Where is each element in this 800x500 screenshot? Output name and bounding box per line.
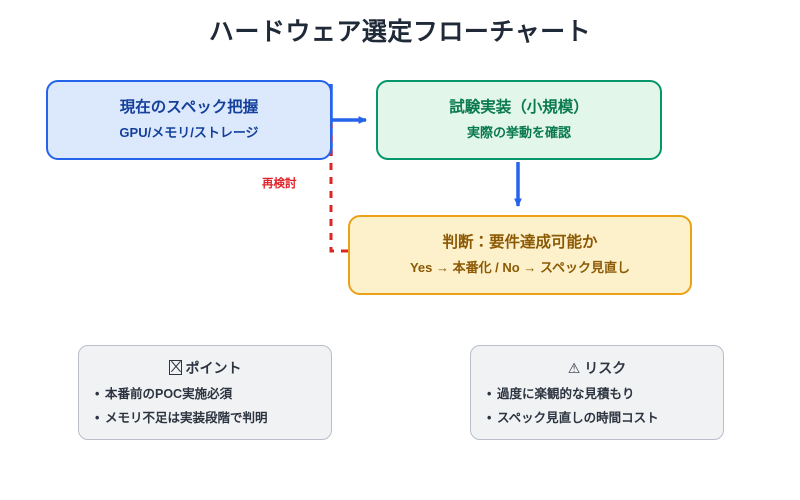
bullet-marker: •: [95, 387, 100, 401]
list-item: • スペック見直しの時間コスト: [487, 410, 707, 426]
notes-panel-heading-label: リスク: [584, 360, 627, 376]
notes-panel-heading-label: ポイント: [185, 360, 242, 376]
list-item-label: メモリ不足は実装段階で判明: [105, 410, 268, 425]
list-item: • 過度に楽観的な見積もり: [487, 387, 707, 402]
notes-panel-heading: ポイント: [95, 358, 315, 378]
bullet-marker: •: [487, 387, 492, 401]
bullet-marker: •: [95, 410, 100, 425]
list-item-label: 本番前のPOC実施必須: [105, 387, 233, 401]
notes-list: • 本番前のPOC実施必須 • メモリ不足は実装段階で判明: [95, 387, 315, 426]
page-title: ハードウェア選定フローチャート: [208, 18, 592, 46]
flow-node-title: 試験実装（小規模）: [449, 98, 589, 116]
flow-node-subtitle: GPU/メモリ/ストレージ: [119, 125, 259, 141]
flow-node-decision[interactable]: 判断：要件達成可能か Yes → 本番化 / No → スペック見直し: [348, 215, 692, 295]
connector-decision-rework: [329, 124, 348, 253]
flow-node-title: 現在のスペック把握: [119, 98, 259, 116]
tofu-box-icon: [168, 360, 182, 375]
flow-node-current-spec[interactable]: 現在のスペック把握 GPU/メモリ/ストレージ: [46, 80, 332, 160]
flow-node-pilot-implementation[interactable]: 試験実装（小規模） 実際の挙動を確認: [376, 80, 662, 160]
list-item: • メモリ不足は実装段階で判明: [95, 410, 315, 426]
list-item-label: 過度に楽観的な見積もり: [497, 387, 635, 401]
notes-panel-points: ポイント • 本番前のPOC実施必須 • メモリ不足は実装段階で判明: [78, 345, 332, 440]
notes-panel-heading: ⚠リスク: [487, 358, 707, 378]
list-item: • 本番前のPOC実施必須: [95, 387, 315, 402]
flow-node-subtitle: Yes → 本番化 / No → スペック見直し: [409, 260, 631, 276]
warning-triangle-icon: ⚠: [567, 360, 581, 376]
flow-node-subtitle: 実際の挙動を確認: [466, 125, 571, 141]
flow-node-title: 判断：要件達成可能か: [442, 233, 598, 251]
notes-list: • 過度に楽観的な見積もり • スペック見直しの時間コスト: [487, 387, 707, 426]
list-item-label: スペック見直しの時間コスト: [497, 410, 659, 425]
connector-label-rework: 再検討: [262, 178, 297, 190]
notes-panel-risks: ⚠リスク • 過度に楽観的な見積もり • スペック見直しの時間コスト: [470, 345, 724, 440]
bullet-marker: •: [487, 410, 492, 425]
